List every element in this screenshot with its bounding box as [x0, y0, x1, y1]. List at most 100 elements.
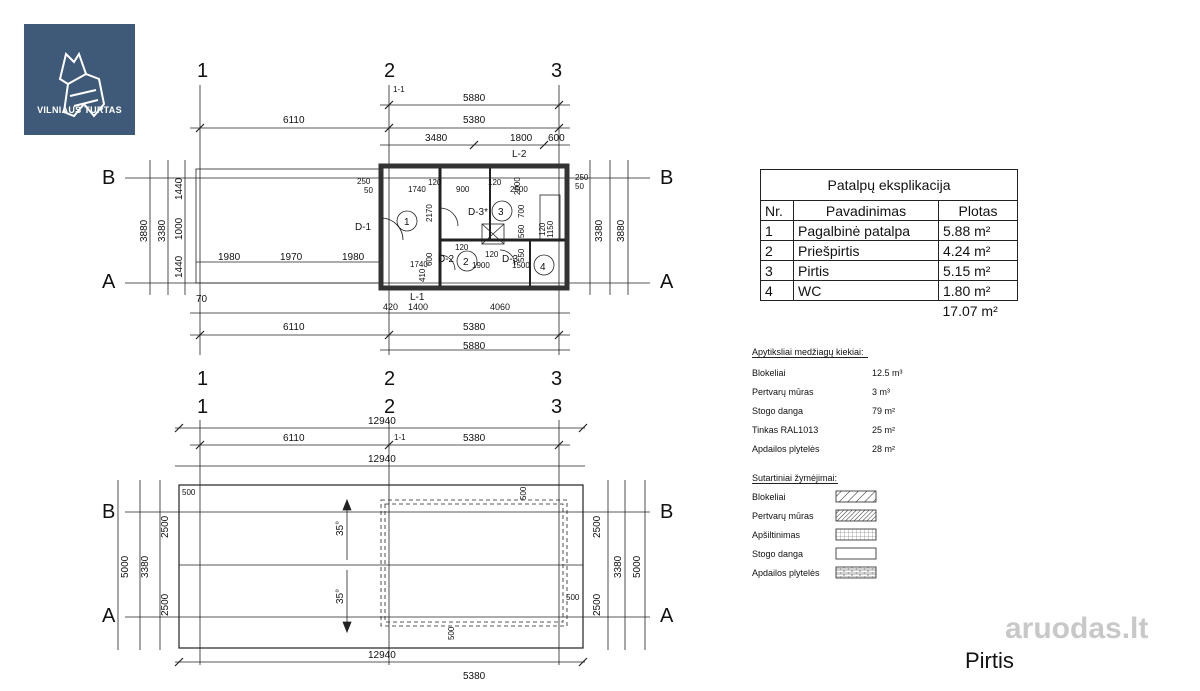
fp-terrace-1: 1980 — [218, 252, 241, 263]
fp-terrace-3: 1980 — [342, 252, 365, 263]
rp-dim-gap: 1-1 — [394, 433, 406, 442]
wolf-icon — [58, 51, 106, 118]
fp-dim-right-bottom: 5380 — [463, 322, 486, 333]
mat-qty: 3 m³ — [872, 387, 890, 397]
rp-dim-right-bottom: 5380 — [463, 671, 486, 682]
company-logo: VILNIAUS TURTAS — [24, 24, 135, 135]
fp-dim-1740a: 1740 — [408, 185, 426, 194]
rp-dim-total-bottom: 12940 — [368, 650, 396, 661]
cell: Priešpirtis — [793, 240, 939, 261]
fp-dim-left-bottom: 6110 — [283, 322, 305, 333]
col-nr: Nr. — [760, 200, 794, 221]
fp-section-bottom: L-1 — [410, 292, 425, 303]
cell: 1.80 m² — [938, 280, 1018, 301]
mat-qty: 79 m² — [872, 406, 896, 416]
legend-item: Pertvarų mūras — [752, 511, 814, 521]
axis-col-1-roof: 1 — [197, 396, 208, 418]
axis-col-2-roof: 2 — [384, 396, 395, 418]
axis-row-b-right: B — [660, 167, 673, 189]
spacer — [761, 301, 939, 321]
mat-name: Stogo danga — [752, 406, 804, 416]
fp-dim-50b: 50 — [575, 182, 584, 191]
axis-row-a-right-roof: A — [660, 605, 674, 627]
rp-dim-total2: 12940 — [368, 454, 396, 465]
mat-name: Blokeliai — [752, 368, 786, 378]
fp-dim-120e: 120 — [538, 222, 547, 236]
logo-text: VILNIAUS TURTAS — [37, 105, 122, 115]
legend-item: Stogo danga — [752, 549, 804, 559]
rp-slope-2: 35° — [335, 589, 346, 604]
fp-dim-120a: 120 — [428, 178, 442, 187]
rp-dim-right-p2: 2500 — [592, 593, 603, 616]
rp-dim-right-outer: 5000 — [632, 555, 643, 578]
legend-item: Blokeliai — [752, 492, 786, 502]
fp-room-4: 4 — [540, 262, 546, 273]
cell: 5.88 m² — [938, 220, 1018, 241]
explication-total: 17.07 m² — [942, 302, 998, 319]
fp-dim-left-inner: 3380 — [157, 219, 168, 242]
cell: 4.24 m² — [938, 240, 1018, 261]
axis-row-b-right-roof: B — [660, 501, 673, 523]
swatch-stogo — [835, 547, 877, 560]
table-row: 1 Pagalbinė patalpa 5.88 m² — [760, 220, 1018, 241]
fp-room-3: 3 — [498, 207, 504, 218]
rp-dim-right: 5380 — [463, 433, 486, 444]
rp-dim-left-p1: 2500 — [160, 515, 171, 538]
cell: 2 — [760, 240, 794, 261]
fp-dim-560: 560 — [517, 224, 526, 238]
rp-dim-left-inner: 3380 — [140, 555, 151, 578]
rp-overhang-4: 500 — [447, 626, 456, 640]
mat-name: Tinkas RAL1013 — [752, 425, 819, 435]
table-row: 3 Pirtis 5.15 m² — [760, 260, 1018, 281]
fp-dim-left-outer: 3880 — [139, 219, 150, 242]
cell: 3 — [760, 260, 794, 281]
fp-dim-right-inner: 3380 — [594, 219, 605, 242]
mat-name: Pertvarų mūras — [752, 387, 814, 397]
fp-dim-small-420: 420 — [383, 302, 398, 312]
fp-room-2: 2 — [463, 257, 469, 268]
table-row: 2 Priešpirtis 4.24 m² — [760, 240, 1018, 261]
swatch-plyteles — [835, 566, 877, 579]
fp-dim-1740b: 1740 — [410, 260, 428, 269]
axis-row-a-left-roof: A — [102, 605, 116, 627]
fp-dim-seg-2: 1800 — [510, 133, 533, 144]
mat-qty: 25 m² — [872, 425, 896, 435]
fp-dim-total-top: 5880 — [463, 93, 486, 104]
fp-dim-small-70: 70 — [196, 294, 208, 305]
cell: Pagalbinė patalpa — [793, 220, 939, 241]
rp-dim-right-inner: 3380 — [613, 555, 624, 578]
fp-dim-left-p3: 1440 — [174, 255, 185, 278]
materials-underline — [752, 357, 868, 358]
fp-dim-2500: 2500 — [510, 185, 528, 194]
watermark: aruodas.lt — [1005, 612, 1149, 645]
rp-dim-left-p2: 2500 — [160, 593, 171, 616]
fp-dim-410: 410 — [418, 268, 427, 282]
fp-dim-700: 700 — [517, 204, 526, 218]
rp-overhang-2: 500 — [519, 486, 528, 500]
fp-dim-seg-1: 3480 — [425, 133, 448, 144]
rp-dim-total-top: 12940 — [368, 416, 396, 427]
axis-col-1-top: 1 — [197, 60, 208, 82]
cell: Pirtis — [793, 260, 939, 281]
fp-dim-total-bottom: 5880 — [463, 341, 486, 352]
legend-underline — [752, 483, 838, 484]
swatch-pertvaru — [835, 509, 877, 522]
fp-dim-1900: 1900 — [472, 261, 490, 270]
rp-overhang-3: 500 — [566, 593, 580, 602]
mat-name: Apdailos plytelės — [752, 444, 820, 454]
legend-swatches — [835, 490, 877, 579]
fp-dim-left-top: 6110 — [283, 115, 305, 126]
rp-dim-left: 6110 — [283, 433, 305, 444]
fp-dim-right-outer: 3880 — [616, 219, 627, 242]
swatch-apsiltinimas — [835, 528, 877, 541]
axis-col-2-top: 2 — [384, 60, 395, 82]
fp-dim-left-p2: 1000 — [174, 217, 185, 240]
col-area: Plotas — [938, 200, 1018, 221]
explication-title: Patalpų eksplikacija — [760, 169, 1018, 201]
fp-dim-left-p1: 1440 — [174, 177, 185, 200]
mat-qty: 12.5 m³ — [872, 368, 903, 378]
fp-door-1: D-1 — [355, 222, 372, 233]
fp-dim-120c: 120 — [455, 243, 469, 252]
rp-overhang-1: 500 — [182, 488, 196, 497]
